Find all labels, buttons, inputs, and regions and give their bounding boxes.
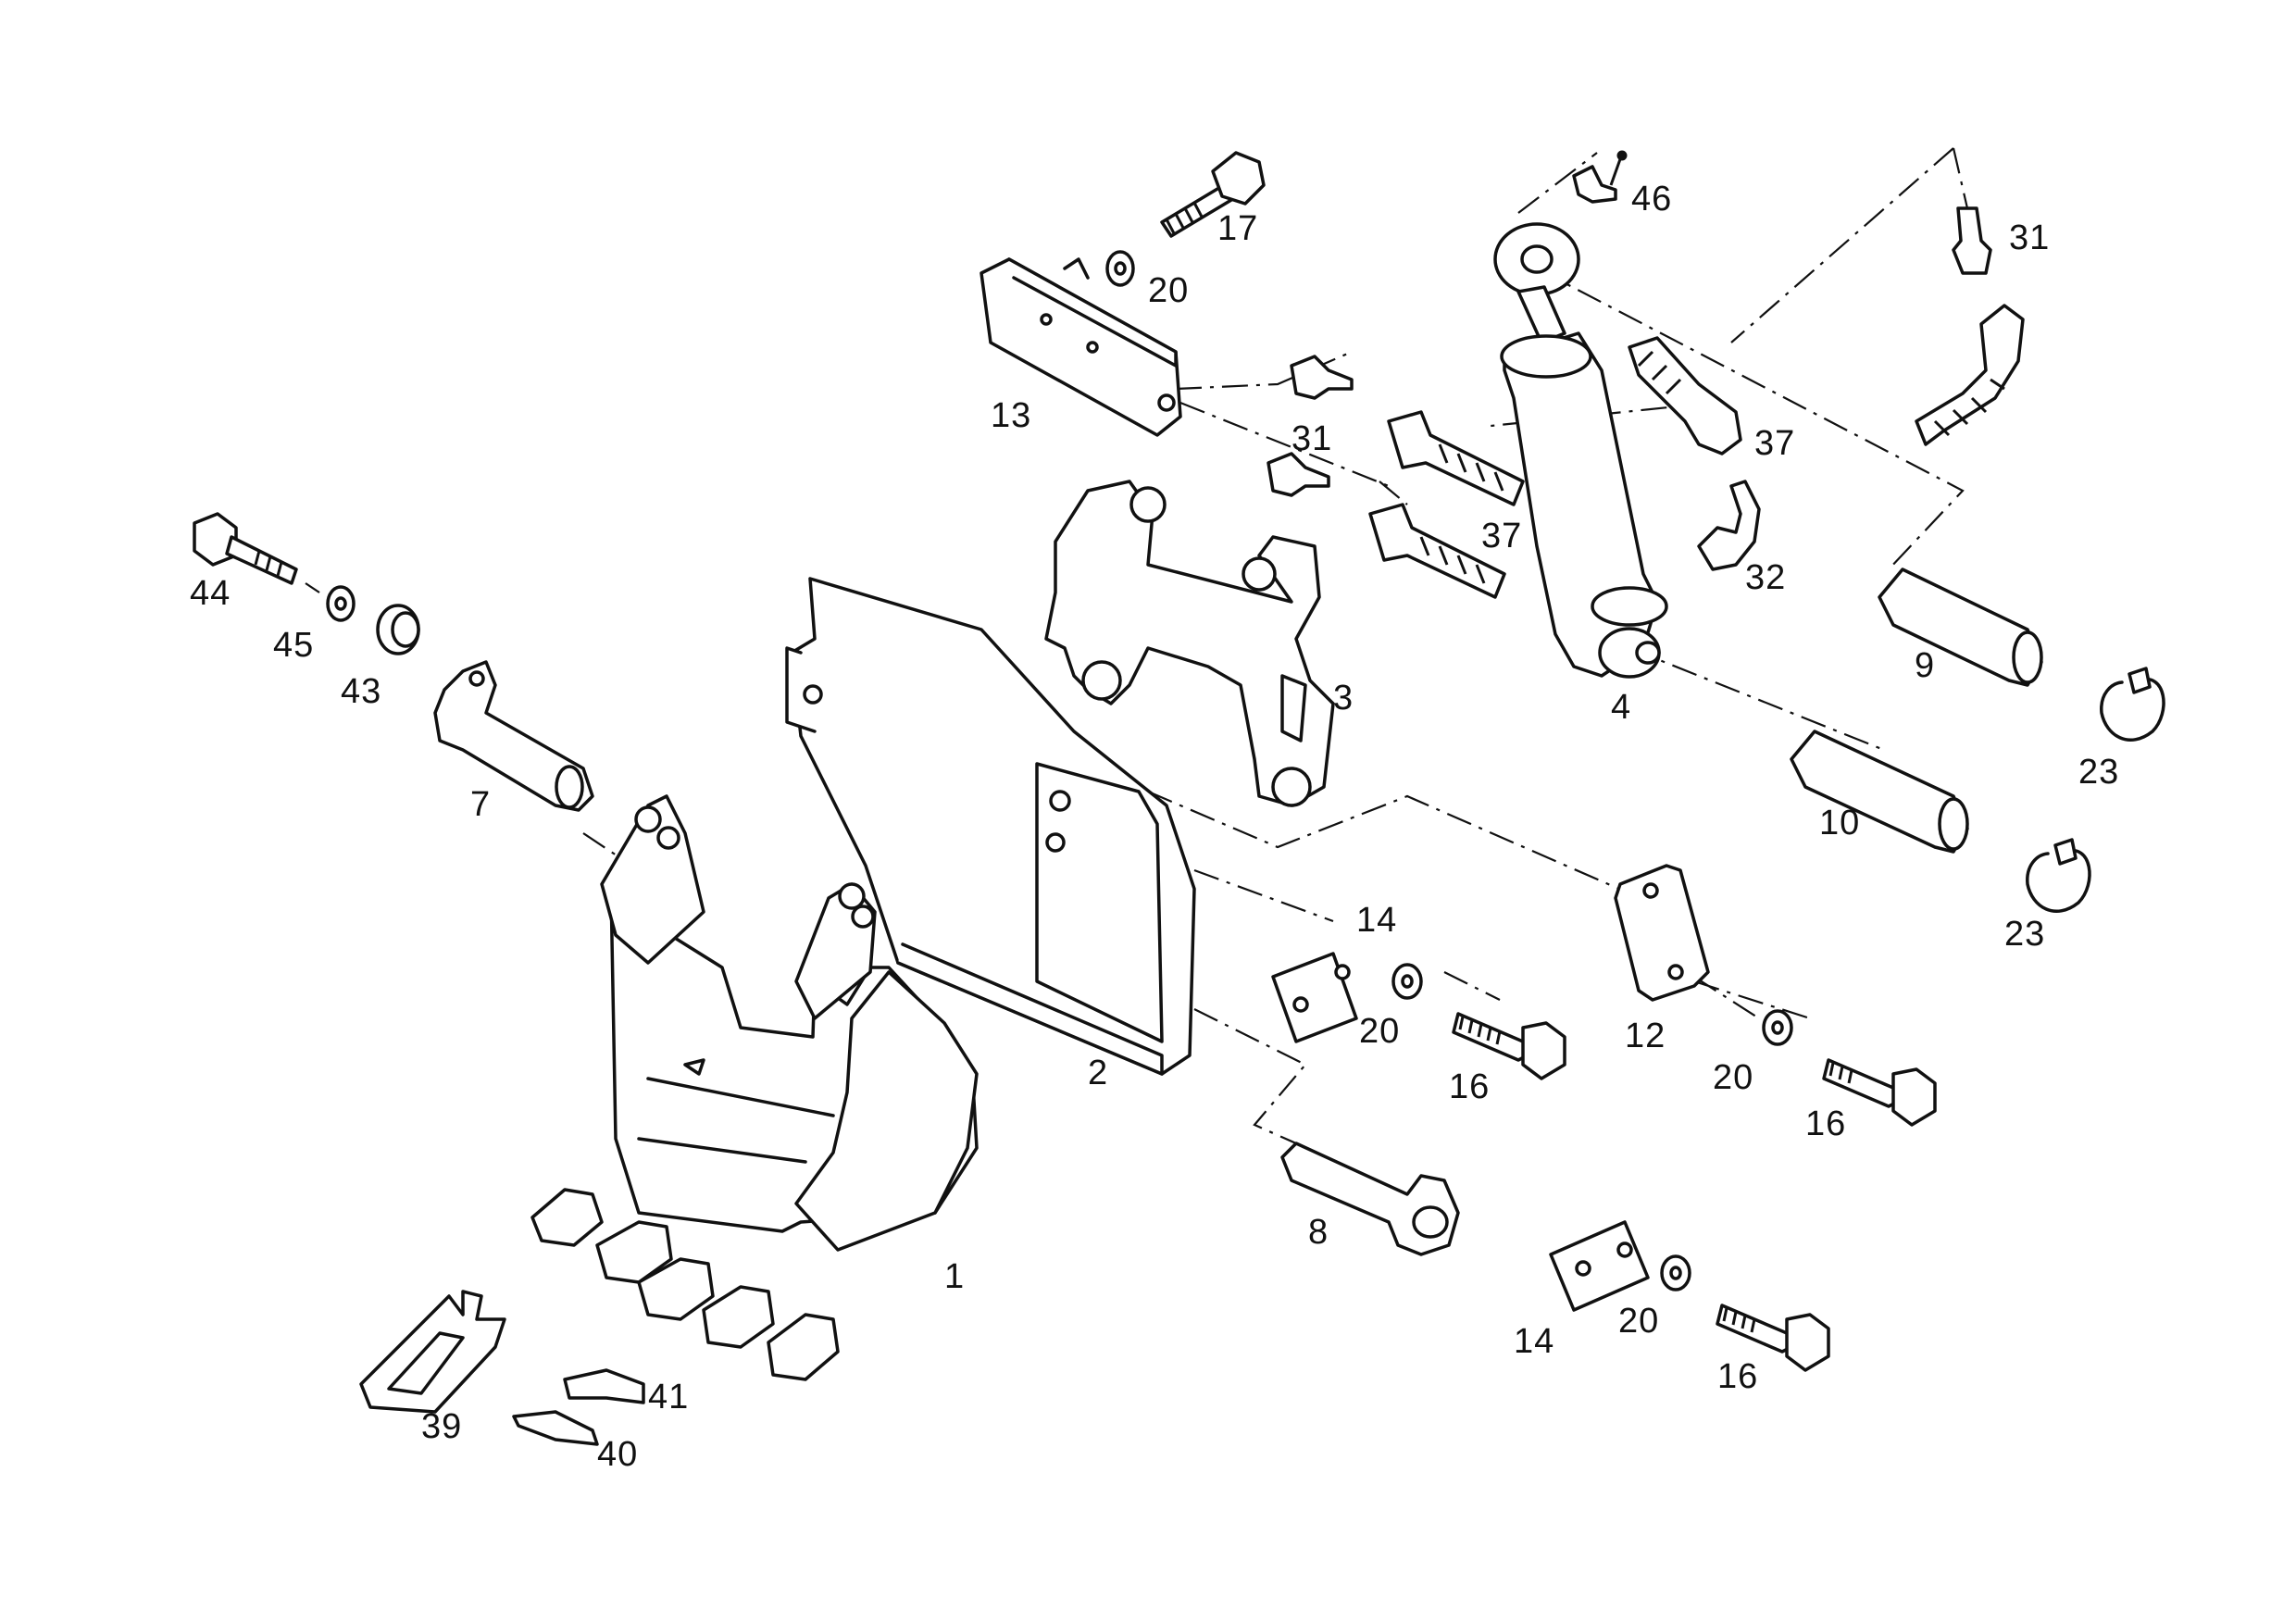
- callout-7: 7: [470, 785, 492, 824]
- callout-37: 37: [1481, 517, 1523, 555]
- part-37-hose-d: [1915, 304, 2025, 446]
- callout-32: 32: [1745, 558, 1787, 597]
- callout-3: 3: [1333, 679, 1354, 717]
- callout-40: 40: [597, 1435, 639, 1474]
- callout-2: 2: [1088, 1054, 1109, 1092]
- callout-8: 8: [1308, 1213, 1329, 1252]
- part-37-hose-b: [1368, 503, 1506, 599]
- part-44-bolt: [193, 512, 298, 585]
- part-17-bolt: [1160, 151, 1266, 238]
- callout-12: 12: [1625, 1017, 1666, 1055]
- part-31-fitting-a: [1290, 355, 1354, 400]
- part-20-washer-d: [1660, 1254, 1691, 1291]
- callout-20: 20: [1713, 1058, 1754, 1097]
- part-16-bolt-c: [1716, 1304, 1830, 1372]
- callout-20: 20: [1359, 1012, 1401, 1051]
- part-4-cylinder: [1493, 222, 1668, 679]
- callout-46: 46: [1631, 180, 1673, 218]
- part-1-bucket: [530, 794, 979, 1381]
- callout-10: 10: [1819, 804, 1861, 842]
- part-20-washer-b: [1391, 963, 1423, 1000]
- part-16-bolt-a: [1452, 1012, 1566, 1080]
- callout-17: 17: [1217, 209, 1259, 248]
- part-14-plate-lower: [1549, 1220, 1650, 1312]
- callout-4: 4: [1611, 688, 1632, 727]
- part-13-block: [980, 257, 1182, 437]
- part-46-grease-nipple: [1572, 150, 1628, 204]
- part-31-fitting-b: [1267, 452, 1330, 497]
- part-14-plate-upper: [1271, 952, 1358, 1043]
- callout-16: 16: [1449, 1067, 1491, 1106]
- callout-9: 9: [1915, 646, 1936, 685]
- part-2-hitch-plate: [785, 577, 1196, 1076]
- part-39-tooth: [359, 1290, 506, 1414]
- part-20-washer-c: [1762, 1009, 1793, 1046]
- part-37-hose-c: [1628, 336, 1742, 455]
- part-20-washer-a: [1105, 250, 1135, 287]
- callout-13: 13: [991, 396, 1032, 435]
- callout-1: 1: [944, 1257, 966, 1296]
- part-37-hose-a: [1387, 410, 1525, 506]
- callout-16: 16: [1805, 1104, 1847, 1143]
- part-7-pin: [433, 660, 594, 812]
- callout-44: 44: [190, 574, 231, 613]
- callout-14: 14: [1514, 1322, 1555, 1361]
- part-41-retainer: [563, 1368, 645, 1404]
- callout-37: 37: [1754, 424, 1796, 463]
- callout-41: 41: [648, 1378, 690, 1416]
- callout-31: 31: [2009, 218, 2051, 257]
- callout-20: 20: [1618, 1302, 1660, 1341]
- part-9-pin: [1878, 568, 2043, 687]
- part-23-circlip-lower: [2026, 838, 2091, 913]
- callout-43: 43: [341, 672, 382, 711]
- callout-39: 39: [421, 1407, 463, 1446]
- callout-23: 23: [2078, 753, 2120, 792]
- part-31-fitting-c: [1952, 206, 1992, 275]
- part-10-pin: [1790, 730, 1969, 854]
- part-45-washer: [326, 585, 356, 622]
- callout-16: 16: [1717, 1357, 1759, 1396]
- part-3-linkage: [1044, 480, 1335, 807]
- callout-14: 14: [1356, 901, 1398, 940]
- callout-45: 45: [273, 626, 315, 665]
- part-23-circlip-upper: [2100, 667, 2165, 742]
- part-40-retainer: [512, 1410, 599, 1446]
- part-32-elbow: [1697, 480, 1761, 571]
- part-8-pin: [1280, 1142, 1460, 1256]
- part-43-spacer: [376, 604, 420, 655]
- part-12-plate: [1614, 864, 1710, 1002]
- part-16-bolt-b: [1822, 1058, 1937, 1127]
- callout-31: 31: [1292, 419, 1333, 458]
- callout-20: 20: [1148, 271, 1190, 310]
- callout-23: 23: [2004, 915, 2046, 954]
